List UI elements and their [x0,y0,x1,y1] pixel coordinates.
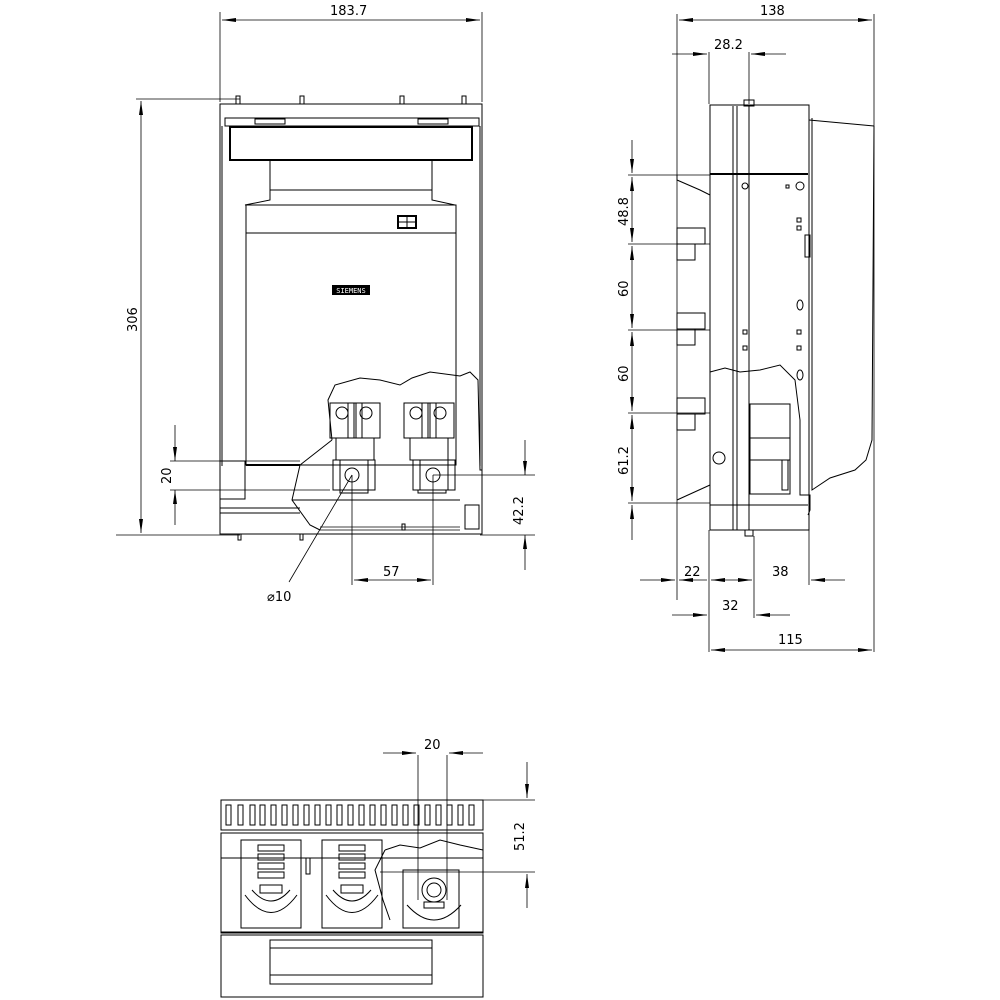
nameplate-text: SIEMENS [336,287,366,295]
dimension-overall-width: 183.7 [219,4,483,102]
dim-label-diameter: ⌀10 [267,590,291,605]
dim-label-28-2: 28.2 [714,38,743,53]
terminal-2 [403,402,456,494]
dim-label-32: 32 [722,599,739,614]
dim-label-61-2: 61.2 [617,446,632,475]
dim-label-20: 20 [160,467,175,484]
dim-label-height: 306 [126,307,141,332]
dimension-terminal-offset: 20 [160,425,330,525]
dimension-overall-depth: 138 [676,4,875,600]
dimension-overall-height: 306 [116,98,240,536]
dim-label-22: 22 [684,565,701,580]
side-vertical-dimensions: 48.8 60 60 61.2 [617,140,710,540]
dimension-bottom-terminal-width: 20 [383,738,483,900]
front-view: 183.7 306 [116,4,535,605]
bottom-terminal-3 [374,839,484,929]
dim-label-42-2: 42.2 [512,496,527,525]
dim-label-115: 115 [778,633,803,648]
dim-label-60-a: 60 [617,280,632,297]
terminal-1 [329,402,381,494]
bottom-terminal-2 [305,839,383,929]
bottom-terminal-1 [240,839,302,929]
dimension-terminal-pitch: 57 [351,475,434,585]
brand-nameplate: SIEMENS [332,285,370,295]
dim-label-57: 57 [383,565,400,580]
side-view: 138 28.2 [617,4,875,652]
dim-label-138: 138 [760,4,785,19]
dim-label-20-bottom: 20 [424,738,441,753]
bottom-view: 20 51.2 [220,738,535,998]
switch-symbol-icon [397,215,417,229]
dim-label-51-2: 51.2 [513,822,528,851]
dim-label-width: 183.7 [330,4,367,19]
side-horizontal-dimensions: 22 38 32 115 [640,126,875,652]
dim-label-38: 38 [772,565,789,580]
dim-label-48-8: 48.8 [617,197,632,226]
dim-label-60-b: 60 [617,365,632,382]
vent-slots [225,804,475,826]
dimension-top-offset: 28.2 [672,38,786,104]
dimension-terminal-height: 42.2 [433,440,535,570]
dimension-hole-diameter: ⌀10 [267,474,353,605]
dimension-bottom-terminal-depth: 51.2 [380,762,535,908]
